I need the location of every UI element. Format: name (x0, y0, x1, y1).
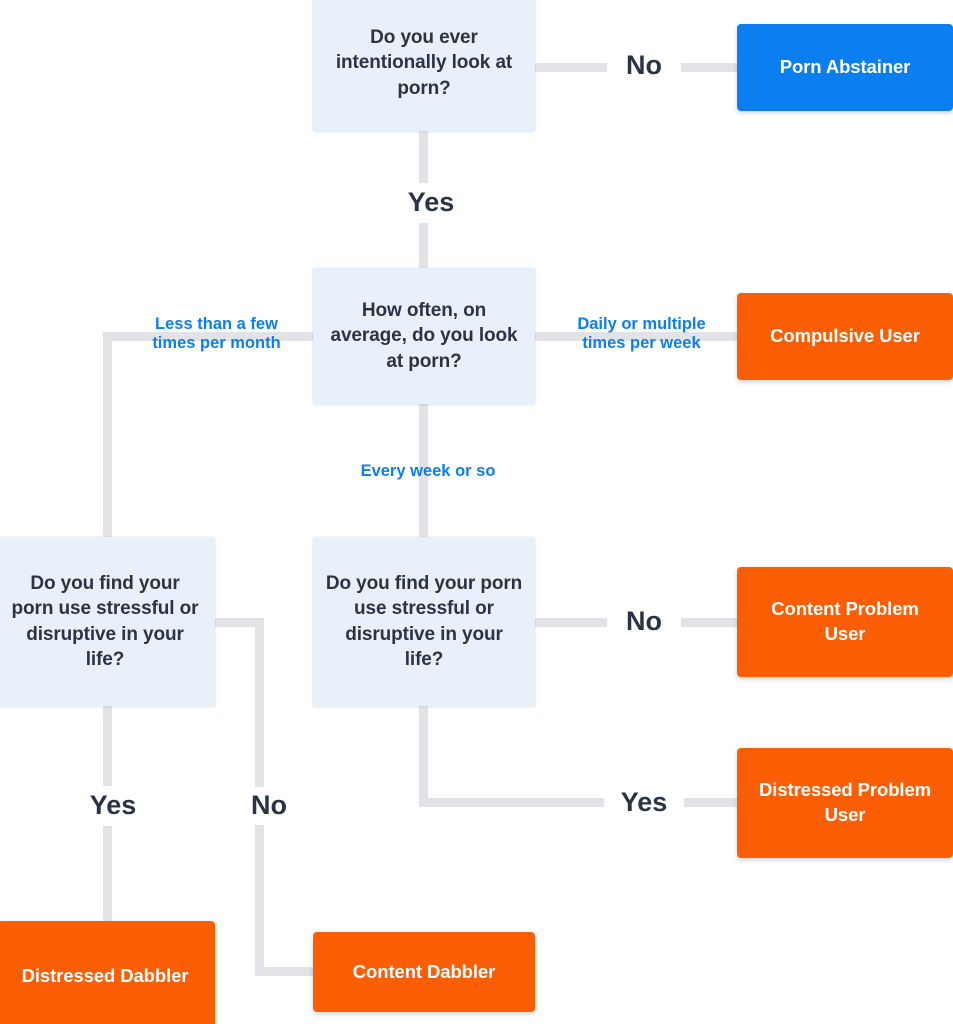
edge-label-every-week-or-so: Every week or so (333, 457, 523, 487)
edge-label-yes-left: Yes (73, 786, 153, 826)
terminal-node-compulsive-user[interactable]: Compulsive User (737, 293, 953, 380)
edge-q2-to-q3-center (419, 403, 428, 537)
edge-label-less-than-few-per-month-text: Less than a few times per month (152, 314, 281, 352)
question-node-how-often-label: How often, on average, do you look at po… (330, 300, 518, 372)
edge-label-yes-center-bottom-text: Yes (620, 787, 668, 818)
question-node-intentional-look-label: Do you ever intentionally look at porn? (335, 27, 513, 99)
edge-label-every-week-or-so-text: Every week or so (360, 462, 496, 481)
edge-q3c-yes-horizontal (419, 798, 740, 807)
edge-q2-to-compulsive (535, 332, 740, 341)
edge-label-daily-or-multiple-per-week: Daily or multiple times per week (550, 311, 733, 357)
question-node-stressful-left[interactable]: Do you find your porn use stressful or d… (0, 537, 215, 706)
terminal-node-content-dabbler-label: Content Dabbler (352, 960, 496, 982)
terminal-node-content-problem-user-label: Content Problem User (771, 598, 919, 644)
terminal-node-porn-abstainer[interactable]: Porn Abstainer (737, 24, 953, 111)
edge-label-yes-top-text: Yes (407, 187, 455, 218)
edge-label-no-left: No (232, 787, 306, 825)
edge-label-yes-center-bottom: Yes (604, 783, 684, 823)
edge-q3c-yes-vertical (419, 706, 428, 802)
edge-label-no-center-right: No (607, 603, 681, 641)
question-node-how-often[interactable]: How often, on average, do you look at po… (313, 268, 535, 404)
terminal-node-compulsive-user-label: Compulsive User (770, 325, 920, 347)
question-node-stressful-center-label: Do you find your porn use stressful or d… (325, 572, 523, 670)
question-node-intentional-look[interactable]: Do you ever intentionally look at porn? (313, 0, 535, 131)
edge-label-no-center-right-text: No (626, 606, 662, 637)
edge-label-daily-or-multiple-per-week-text: Daily or multiple times per week (577, 314, 706, 352)
edge-q2-to-left-horizontal (103, 332, 315, 341)
edge-label-no-top-text: No (626, 50, 662, 81)
question-node-stressful-left-label: Do you find your porn use stressful or d… (11, 572, 199, 670)
terminal-node-distressed-problem-user[interactable]: Distressed Problem User (737, 748, 953, 858)
edge-label-yes-left-text: Yes (89, 790, 137, 821)
edge-label-no-top: No (607, 47, 681, 85)
edge-label-no-left-text: No (251, 790, 287, 821)
edge-label-yes-top: Yes (392, 183, 470, 223)
question-node-stressful-center[interactable]: Do you find your porn use stressful or d… (313, 537, 535, 706)
edge-q3l-no-horizontal-bottom (255, 967, 323, 976)
terminal-node-content-dabbler[interactable]: Content Dabbler (313, 932, 535, 1012)
terminal-node-distressed-problem-user-label: Distressed Problem User (759, 779, 931, 825)
terminal-node-distressed-dabbler[interactable]: Distressed Dabbler (0, 921, 215, 1024)
edge-q2-to-left-vertical (103, 332, 112, 537)
edge-label-less-than-few-per-month: Less than a few times per month (125, 311, 308, 357)
terminal-node-porn-abstainer-label: Porn Abstainer (779, 56, 911, 78)
terminal-node-content-problem-user[interactable]: Content Problem User (737, 567, 953, 677)
edge-q3l-no-horizontal-top (215, 618, 264, 627)
terminal-node-distressed-dabbler-label: Distressed Dabbler (21, 964, 189, 986)
